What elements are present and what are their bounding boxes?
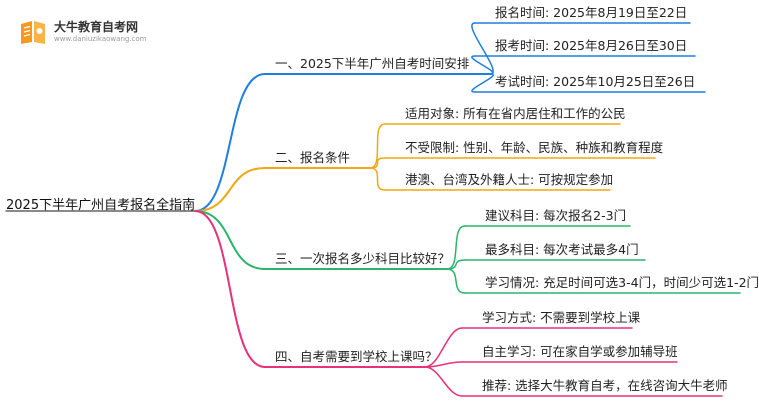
mindmap-root: 2025下半年广州自考报名全指南 (6, 198, 196, 213)
leaf-1-1-label: 报名时间: 2025年8月19日至22日 (495, 5, 688, 20)
leaf-3-1-connector (446, 225, 466, 270)
branch-4-label: 四、自考需要到学校上课吗？ (275, 349, 438, 364)
branch-4-connector (194, 210, 266, 368)
book-icon (21, 21, 45, 44)
branch-3-connector (194, 210, 266, 270)
leaf-1-3-connector (471, 73, 494, 93)
leaf-4-1-label: 学习方式: 不需要到学校上课 (482, 310, 641, 325)
branch-2-connector (194, 167, 266, 212)
logo-url: www.daniuzikaowang.com (54, 35, 147, 43)
leaf-1-2-label: 报考时间: 2025年8月26日至30日 (495, 38, 688, 53)
branch-1-connector (194, 73, 266, 212)
leaf-4-3-label: 推荐: 选择大牛教育自考，在线咨询大牛老师 (482, 378, 728, 393)
leaf-2-3-label: 港澳、台湾及外籍人士: 可按规定参加 (405, 172, 614, 187)
branch-1-label: 一、2025下半年广州自考时间安排 (275, 56, 470, 71)
leaf-2-2-label: 不受限制: 性别、年龄、民族、种族和教育程度 (405, 140, 664, 155)
leaf-2-1-label: 适用对象: 所有在省内居住和工作的公民 (405, 106, 626, 121)
leaf-1-1-connector (471, 22, 494, 75)
leaf-3-2-label: 最多科目: 每次考试最多4门 (485, 242, 639, 257)
leaf-3-1-label: 建议科目: 每次报名2-3门 (485, 208, 627, 223)
leaf-4-3-connector (424, 366, 463, 397)
leaf-4-2-label: 自主学习: 可在家自学或参加辅导班 (482, 344, 678, 359)
logo-name: 大牛教育自考网 (54, 20, 139, 34)
leaf-2-1-connector (369, 123, 386, 169)
leaf-2-3-connector (369, 167, 386, 191)
leaf-3-3-connector (446, 268, 466, 294)
branch-2-label: 二、报名条件 (275, 150, 351, 165)
leaf-3-3-label: 学习情况: 充足时间可选3-4门，时间少可选1-2门 (485, 275, 759, 290)
leaf-1-2-connector (471, 55, 494, 75)
branch-3-label: 三、一次报名多少科目比较好？ (275, 251, 451, 266)
leaf-4-1-connector (424, 327, 463, 368)
site-logo: 大牛教育自考网 www.daniuzikaowang.com (18, 16, 178, 50)
leaf-1-3-label: 考试时间: 2025年10月25日至26日 (495, 74, 696, 89)
